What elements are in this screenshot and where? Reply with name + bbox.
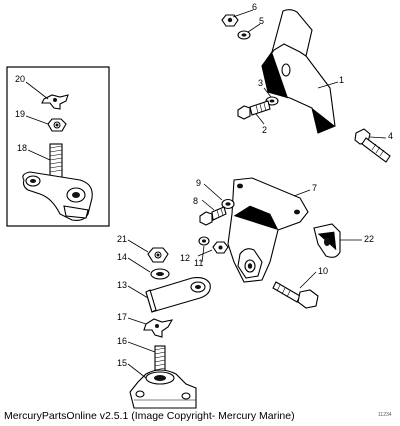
callout-20: 20: [15, 74, 25, 84]
callout-labels: 6 5 1 3 2 4 7 9 8 10 11 12 22 21 14 13 1…: [15, 2, 393, 368]
callout-15: 15: [117, 358, 127, 368]
callout-21: 21: [117, 234, 127, 244]
part-6-nut[interactable]: [221, 14, 239, 27]
callout-16: 16: [117, 336, 127, 346]
callout-2: 2: [262, 125, 267, 135]
part-11-washer[interactable]: [198, 236, 210, 246]
part-19-nut[interactable]: [47, 118, 67, 132]
callout-9: 9: [196, 178, 201, 188]
callout-10: 10: [318, 266, 328, 276]
part-2-bolt[interactable]: [237, 100, 271, 120]
callout-11: 11: [194, 258, 203, 268]
callout-13: 13: [117, 280, 127, 290]
part-8-bolt[interactable]: [199, 206, 227, 226]
callout-18: 18: [17, 143, 27, 153]
diagram-id-watermark: 11234: [378, 412, 392, 418]
copyright-footer: MercuryPartsOnline v2.5.1 (Image Copyrig…: [4, 410, 295, 422]
callout-5: 5: [259, 16, 264, 26]
callout-22: 22: [364, 234, 374, 244]
part-13-link[interactable]: [145, 277, 211, 313]
part-12-nut[interactable]: [212, 241, 229, 254]
callout-6: 6: [252, 2, 257, 12]
part-14-washer[interactable]: [150, 268, 170, 280]
part-5-washer[interactable]: [237, 30, 251, 40]
leader-lines: [25, 9, 387, 379]
callout-4: 4: [388, 131, 393, 141]
callout-14: 14: [117, 252, 127, 262]
part-1-bracket[interactable]: [261, 9, 336, 134]
part-9-washer[interactable]: [221, 198, 235, 210]
callout-19: 19: [15, 109, 25, 119]
callout-3: 3: [258, 78, 263, 88]
part-15-mount[interactable]: [129, 369, 197, 409]
part-22-clip[interactable]: [313, 223, 341, 258]
callout-7: 7: [312, 183, 317, 193]
part-18-mount[interactable]: [22, 143, 93, 221]
part-7-bracket[interactable]: [227, 177, 309, 283]
part-4-bolt[interactable]: [354, 128, 391, 163]
inset-frame: [6, 66, 110, 227]
part-17-clip[interactable]: [143, 318, 174, 338]
callout-17: 17: [117, 312, 127, 322]
part-21-nut[interactable]: [147, 247, 169, 263]
part-10-bolt[interactable]: [272, 281, 319, 309]
callout-1: 1: [339, 75, 344, 85]
part-20-clip[interactable]: [41, 94, 69, 110]
callout-8: 8: [193, 196, 198, 206]
callout-12: 12: [180, 253, 190, 263]
